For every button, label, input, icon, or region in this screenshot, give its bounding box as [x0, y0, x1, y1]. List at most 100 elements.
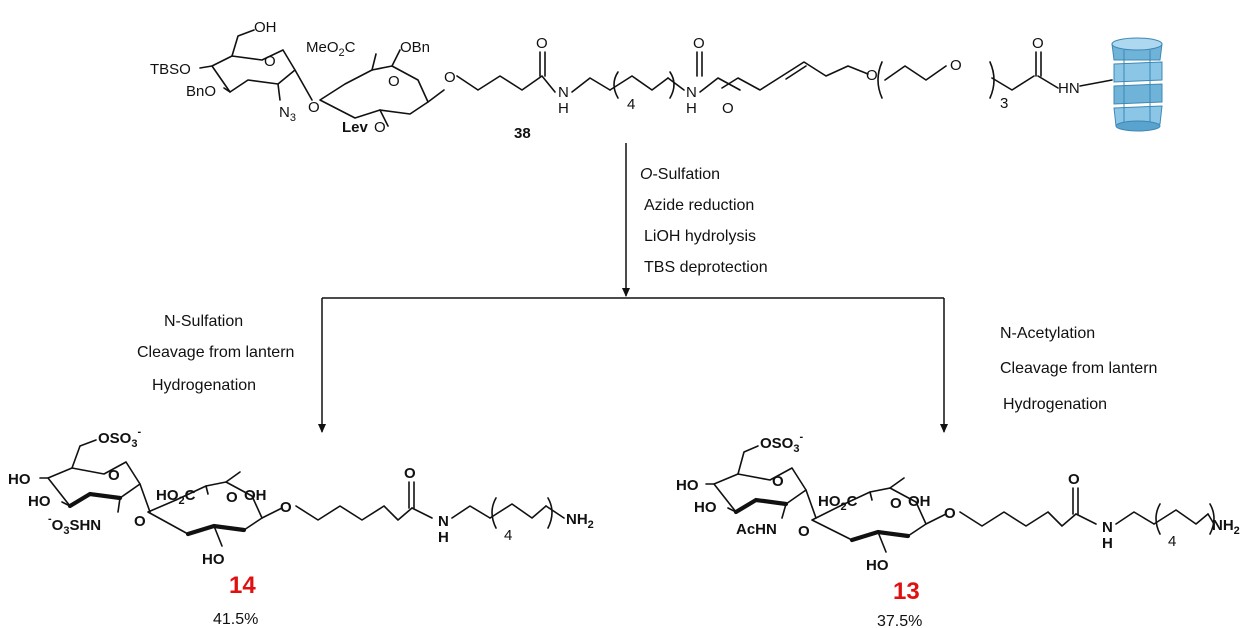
sulfate-oso: OSO: [98, 430, 132, 447]
carbamate-n: N: [686, 84, 697, 101]
product-13: OSO3- HO HO O AcHN O HO2C OH O HO O: [676, 431, 1240, 628]
linker-13: [959, 487, 1215, 535]
ring-oxygen-label: O: [264, 53, 276, 70]
step-o-prefix: O: [640, 166, 652, 183]
carbonyl-oxygen-13: O: [1068, 471, 1080, 488]
acid-c-13: C: [847, 493, 858, 510]
hydroxyl-13-red: HO: [866, 557, 889, 574]
sulfate-charge-13: -: [799, 431, 803, 443]
repeat-count-13: 4: [1168, 533, 1176, 550]
amine-nh-13: NH: [1212, 517, 1234, 534]
hydroxyl-13-a: HO: [676, 477, 699, 494]
yield-13: 37.5%: [877, 613, 922, 628]
amide-h-13: H: [1102, 535, 1113, 552]
hydroxyl-14-b: HO: [28, 493, 51, 510]
glycosidic-oxygen-13: O: [798, 523, 810, 540]
carbonyl-oxygen-14: O: [404, 465, 416, 482]
step-tbs-deprotection: TBS deprotection: [644, 259, 768, 276]
anomeric-oxygen-label: O: [444, 69, 456, 86]
glycosidic-oxygen-label: O: [308, 99, 320, 116]
step-o-sulfation-text: -Sulfation: [652, 166, 720, 183]
anomeric-oxygen-14: O: [280, 499, 292, 516]
repeat-count-1: 4: [627, 96, 635, 113]
step-hydrogenation-left: Hydrogenation: [152, 377, 256, 394]
step-cleavage-left: Cleavage from lantern: [137, 344, 294, 361]
ring-oxygen-14: O: [108, 467, 120, 484]
sulfamate-shn: SHN: [69, 517, 101, 534]
glucosamine-ring: [199, 29, 313, 101]
hydroxyl-13-c: OH: [908, 493, 931, 510]
uronic-ring: [319, 49, 445, 127]
sulfamate-subscript: 3: [63, 525, 69, 537]
uronic-ring-14: [147, 471, 283, 547]
glucosamine-ring-14: [39, 439, 151, 513]
amine-subscript: 2: [588, 519, 594, 531]
bno-label: BnO: [186, 83, 216, 100]
methyl-ester-meo: MeO: [306, 39, 339, 56]
hn-label: HN: [1058, 80, 1080, 97]
step-lioh-hydrolysis: LiOH hydrolysis: [644, 228, 756, 245]
acid-subscript: 2: [179, 495, 185, 507]
left-steps: N-Sulfation Cleavage from lantern Hydrog…: [137, 313, 294, 394]
right-steps: N-Acetylation Cleavage from lantern Hydr…: [1000, 325, 1157, 413]
amide-n-13: N: [1102, 519, 1113, 536]
carbamate-h: H: [686, 100, 697, 117]
step-hydrogenation-right: Hydrogenation: [1003, 396, 1107, 413]
sulfate-subscript-13: 3: [793, 443, 799, 455]
hydroxyl-14-a: HO: [8, 471, 31, 488]
sulfamate-o: O: [52, 517, 64, 534]
step-cleavage-right: Cleavage from lantern: [1000, 360, 1157, 377]
center-steps: O-Sulfation Azide reduction LiOH hydroly…: [640, 166, 768, 276]
uronic-ring-13: [811, 477, 947, 553]
carbonyl-oxygen-1: O: [536, 35, 548, 52]
tbso-label: TBSO: [150, 61, 191, 78]
methyl-ester-subscript: 2: [339, 47, 345, 59]
hydroxyl-label: OH: [254, 19, 277, 36]
step-o-sulfation: O-Sulfation: [640, 166, 720, 183]
hydroxyl-13-b: HO: [694, 499, 717, 516]
amine-nh: NH: [566, 511, 588, 528]
levulinoyl-label: Lev: [342, 119, 369, 136]
lantern-icon: [1111, 37, 1163, 132]
azide-subscript: 3: [290, 112, 296, 124]
step-n-acetylation: N-Acetylation: [1000, 325, 1095, 342]
amide-h-1: H: [558, 100, 569, 117]
carbonyl-oxygen-2: O: [693, 35, 705, 52]
azide-label: N3: [279, 104, 296, 124]
compound-number-13: 13: [893, 578, 920, 605]
amine-subscript-13: 2: [1234, 525, 1240, 537]
amide-n-14: N: [438, 513, 449, 530]
compound-38: OH TBSO BnO O N3 O MeO2C OBn O Lev O O: [150, 19, 1163, 142]
lev-oxygen-label: O: [374, 119, 386, 136]
reaction-arrows: [318, 143, 948, 433]
acid-ho-13: HO: [818, 493, 841, 510]
ring-oxygen-13: O: [772, 473, 784, 490]
product-14: OSO3- HO HO O -O3SHN O HO2C OH O HO O: [8, 426, 594, 628]
compound-number-14: 14: [229, 572, 256, 599]
sulfate-oso-13: OSO: [760, 435, 794, 452]
linker-14: [295, 481, 565, 529]
repeat-count-14: 4: [504, 527, 512, 544]
ring-oxygen-2-label: O: [388, 73, 400, 90]
carboxylic-acid-14: HO2C: [156, 487, 196, 507]
methyl-ester-label: MeO2C: [306, 39, 356, 59]
acid-ho: HO: [156, 487, 179, 504]
ring-oxygen-13-b: O: [890, 495, 902, 512]
amine-label-14: NH2: [566, 511, 594, 531]
sulfate-label-13: OSO3-: [760, 431, 803, 455]
hydroxyl-14-red: HO: [202, 551, 225, 568]
compound-number-38: 38: [514, 125, 531, 142]
step-azide-reduction: Azide reduction: [644, 197, 754, 214]
acid-subscript-13: 2: [841, 501, 847, 513]
carboxylic-acid-13: HO2C: [818, 493, 858, 513]
amine-label-13: NH2: [1212, 517, 1240, 537]
peg-oxygen: O: [950, 57, 962, 74]
acetamido-label-13: AcHN: [736, 521, 777, 538]
azide-n: N: [279, 104, 290, 121]
sulfamate-charge: -: [48, 513, 52, 525]
sulfate-subscript: 3: [131, 438, 137, 450]
glycosidic-oxygen-14: O: [134, 513, 146, 530]
amide-h-14: H: [438, 529, 449, 546]
sulfate-charge: -: [137, 426, 141, 438]
